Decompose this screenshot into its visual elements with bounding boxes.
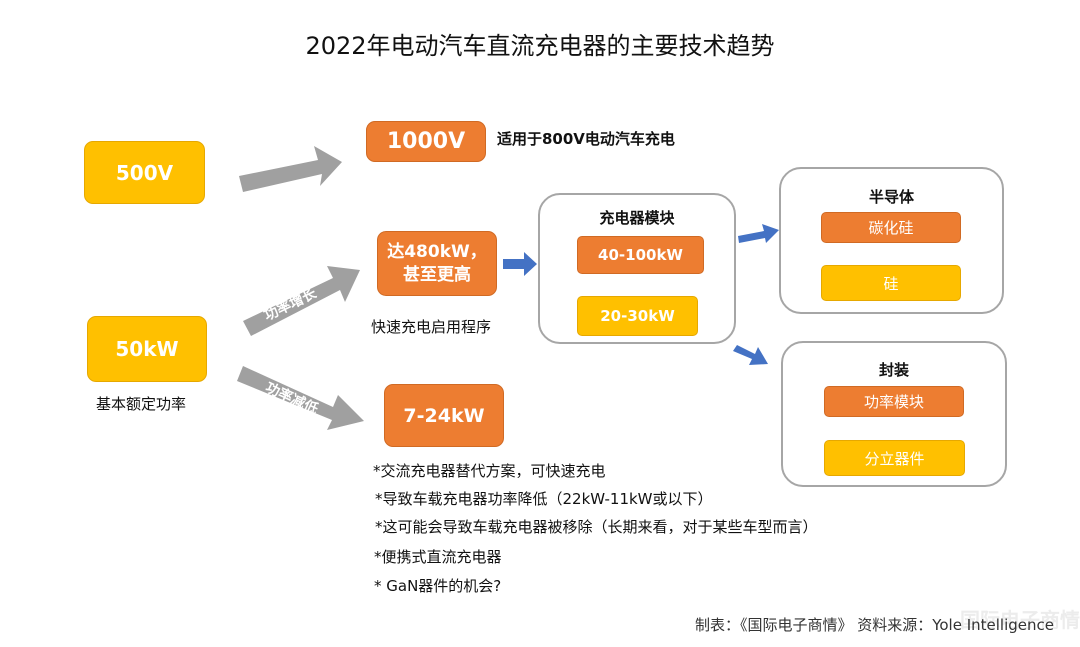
480kw-caption: 快速充电启用程序 xyxy=(371,318,492,336)
semiconductor-title: 半导体 xyxy=(868,188,914,206)
si-box: 硅 xyxy=(821,265,961,301)
gray-arrow-power-up xyxy=(243,266,360,336)
blue-arrow-480-to-module xyxy=(503,252,537,276)
480kw-box: 达480kW， 甚至更高 xyxy=(377,231,497,296)
package-title: 封装 xyxy=(878,361,909,379)
gray-arrow-voltage xyxy=(239,146,342,192)
module-40-100kw: 40-100kW xyxy=(577,236,704,274)
bullet-item: *这可能会导致车载充电器被移除（长期来看，对于某些车型而言） xyxy=(375,518,818,536)
gray-arrow-power-down xyxy=(237,366,364,430)
blue-arrow-module-to-semi xyxy=(738,224,779,243)
blue-arrow-module-to-package xyxy=(733,345,768,365)
power-module-box: 功率模块 xyxy=(824,386,964,417)
480kw-line1: 达480kW， xyxy=(387,241,487,262)
source-footer: 制表：《国际电子商情》 资料来源：Yole Intelligence xyxy=(694,616,1054,634)
discrete-device-box: 分立器件 xyxy=(824,440,965,476)
500v-box: 500V xyxy=(84,141,205,204)
bullet-item: * GaN器件的机会? xyxy=(374,577,502,595)
1000v-note: 适用于800V电动汽车充电 xyxy=(497,130,675,148)
480kw-line2: 甚至更高 xyxy=(403,264,471,285)
sic-box: 碳化硅 xyxy=(821,212,961,243)
1000v-box: 1000V xyxy=(366,121,486,162)
bullet-item: *导致车载充电器功率降低（22kW-11kW或以下） xyxy=(375,490,713,508)
page-title: 2022年电动汽车直流充电器的主要技术趋势 xyxy=(305,32,775,60)
50kw-box: 50kW xyxy=(87,316,207,382)
charger-module-title: 充电器模块 xyxy=(599,209,675,227)
watermark: 国际电子商情 xyxy=(960,608,1080,632)
bullet-item: *交流充电器替代方案，可快速充电 xyxy=(373,462,606,480)
7-24kw-box: 7-24kW xyxy=(384,384,504,447)
bullet-item: *便携式直流充电器 xyxy=(374,548,502,566)
module-20-30kw: 20-30kW xyxy=(577,296,698,336)
50kw-caption: 基本额定功率 xyxy=(96,395,187,413)
